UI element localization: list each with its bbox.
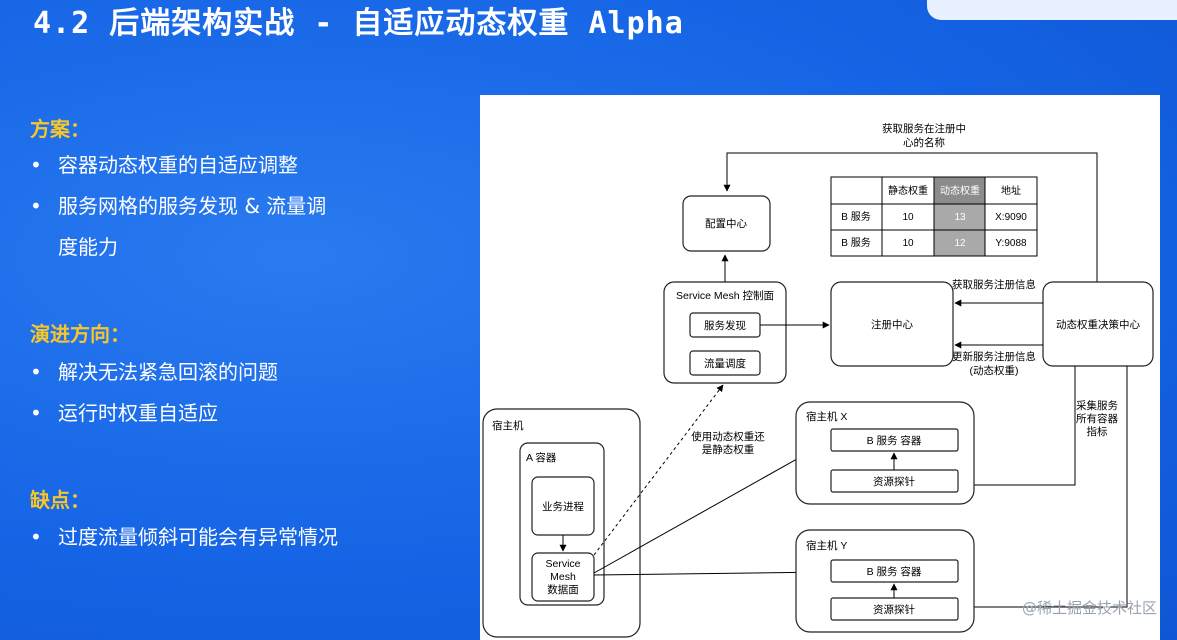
mesh-data-line2: Mesh (550, 571, 576, 583)
host-label: 宿主机 (492, 419, 524, 432)
table-cell: B 服务 (841, 236, 870, 249)
registry-label: 注册中心 (871, 318, 913, 331)
update-info-line2: (动态权重) (970, 364, 1019, 377)
b-service-container-y-label: B 服务 容器 (867, 565, 922, 578)
top-note-line2: 心的名称 (903, 136, 945, 149)
dashed-note-line2: 是静态权重 (702, 443, 755, 456)
fetch-info-label: 获取服务注册信息 (952, 278, 1036, 291)
table-cell: 10 (902, 212, 914, 223)
bullet-item: •服务网格的服务发现 & 流量调 (30, 194, 327, 218)
arrow-to-host-y (593, 568, 830, 576)
container-a-label: A 容器 (526, 451, 557, 464)
registry-box (830, 281, 954, 367)
collect-line2: 所有容器 (1076, 412, 1118, 425)
slide-title: 4.2 后端架构实战 - 自适应动态权重 Alpha (33, 6, 684, 41)
arrow-to-host-x (593, 440, 830, 574)
resource-probe-y-label: 资源探针 (873, 603, 915, 616)
table-cell: X:9090 (995, 212, 1027, 223)
bullet-item: •运行时权重自适应 (30, 401, 218, 425)
update-info-line1: 更新服务注册信息 (952, 350, 1036, 363)
top-note-line1: 获取服务在注册中 (882, 122, 966, 135)
mesh-data-line1: Service (545, 558, 580, 570)
section-heading-plan: 方案： (30, 117, 90, 141)
architecture-diagram: 获取服务在注册中 心的名称 配置中心 静态权重 动态权重 地址 B 服务 10 … (480, 95, 1160, 640)
section-heading-drawbacks: 缺点： (30, 488, 90, 512)
decision-center-box (1042, 281, 1154, 367)
table-cell: B 服务 (841, 210, 870, 223)
bullet-item: •过度流量倾斜可能会有异常情况 (30, 525, 338, 549)
b-service-container-x-label: B 服务 容器 (867, 434, 922, 447)
config-center-box (682, 195, 771, 252)
table-cell: 10 (902, 238, 914, 249)
diagram-svg: 获取服务在注册中 心的名称 配置中心 静态权重 动态权重 地址 B 服务 10 … (482, 122, 1154, 638)
top-loop-arrow (723, 152, 1098, 283)
bullet-item: •容器动态权重的自适应调整 (30, 153, 298, 177)
bullet-item: •解决无法紧急回滚的问题 (30, 360, 278, 384)
biz-process-label: 业务进程 (542, 500, 584, 513)
bullet-item-continued: 度能力 (58, 235, 118, 259)
table-header: 地址 (1001, 184, 1021, 197)
host-x-label: 宿主机 X (806, 410, 847, 423)
config-center-label: 配置中心 (705, 217, 747, 230)
b-service-container-x (830, 428, 959, 452)
resource-probe-x-label: 资源探针 (873, 475, 915, 488)
table-header: 静态权重 (888, 184, 928, 197)
collect-line3: 指标 (1087, 425, 1109, 438)
collect-arrow-x (961, 366, 1076, 489)
collect-arrow-y (961, 366, 1128, 611)
footer-watermark: @稀土掘金技术社区 (1021, 599, 1157, 617)
mesh-data-plane-box (531, 552, 595, 602)
b-service-container-y (830, 559, 959, 583)
collect-line1: 采集服务 (1076, 399, 1118, 412)
table-cell: Y:9088 (995, 238, 1027, 249)
mesh-control-plane-label: Service Mesh 控制面 (676, 289, 774, 302)
host-y-label: 宿主机 Y (806, 539, 847, 552)
decision-center-label: 动态权重决策中心 (1056, 318, 1140, 331)
dashed-note-line1: 使用动态权重还 (691, 430, 765, 443)
mesh-data-line3: 数据面 (547, 583, 579, 596)
table-header: 动态权重 (940, 184, 980, 197)
weights-table: 静态权重 动态权重 地址 B 服务 10 13 X:9090 B 服务 10 1… (830, 176, 1038, 257)
section-heading-evolution: 演进方向： (30, 322, 130, 346)
traffic-dispatch-box (689, 350, 761, 376)
corner-tab (927, 0, 1177, 20)
table-cell: 12 (954, 238, 966, 249)
traffic-dispatch-label: 流量调度 (704, 357, 746, 370)
service-discovery-label: 服务发现 (704, 319, 746, 332)
table-cell: 13 (954, 212, 966, 223)
